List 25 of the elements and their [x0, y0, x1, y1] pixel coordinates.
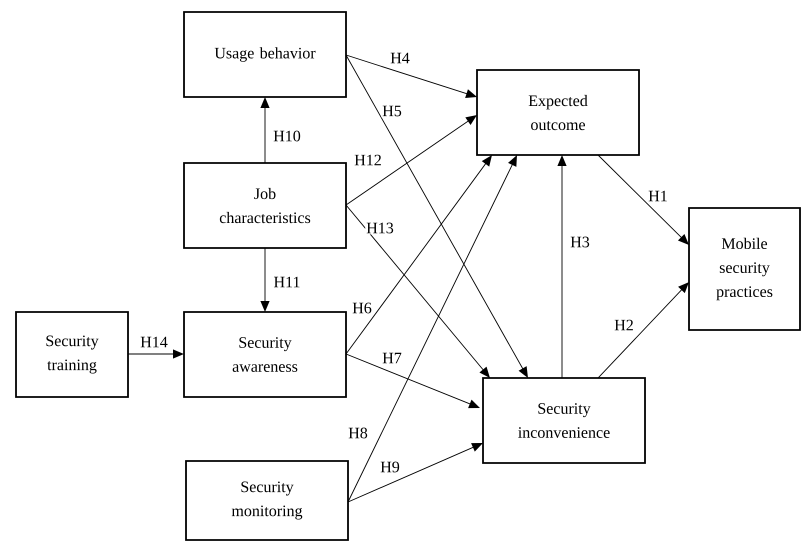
- arrow: [598, 154, 689, 245]
- construct-box: Security awareness: [183, 311, 347, 398]
- construct-box: Job characteristics: [183, 162, 347, 249]
- edge-label: H2: [613, 318, 635, 332]
- edge-label: H6: [351, 302, 373, 314]
- edge-label: H1: [647, 190, 669, 202]
- edge-label: H10: [272, 130, 302, 142]
- edge-label: H3: [569, 236, 591, 248]
- edge-label: H5: [381, 104, 403, 118]
- arrow: [346, 204, 490, 378]
- construct-box: Usage behavior: [183, 11, 347, 98]
- edge-label: H4: [389, 52, 411, 64]
- edge-label: H13: [365, 222, 395, 234]
- edge-label: H14: [139, 336, 169, 348]
- edge-label: H9: [379, 460, 401, 474]
- construct-box: Security training: [15, 311, 129, 398]
- edge-label: H7: [381, 352, 403, 364]
- arrow: [598, 282, 689, 378]
- construct-box: Expected outcome: [476, 69, 640, 156]
- construct-box: Security inconvenience: [482, 377, 646, 464]
- construct-box: Mobile security practices: [688, 207, 801, 331]
- construct-box: Security monitoring: [185, 460, 349, 541]
- edge-label: H11: [272, 276, 302, 288]
- edge-label: H8: [347, 426, 369, 440]
- edge-label: H12: [353, 154, 383, 166]
